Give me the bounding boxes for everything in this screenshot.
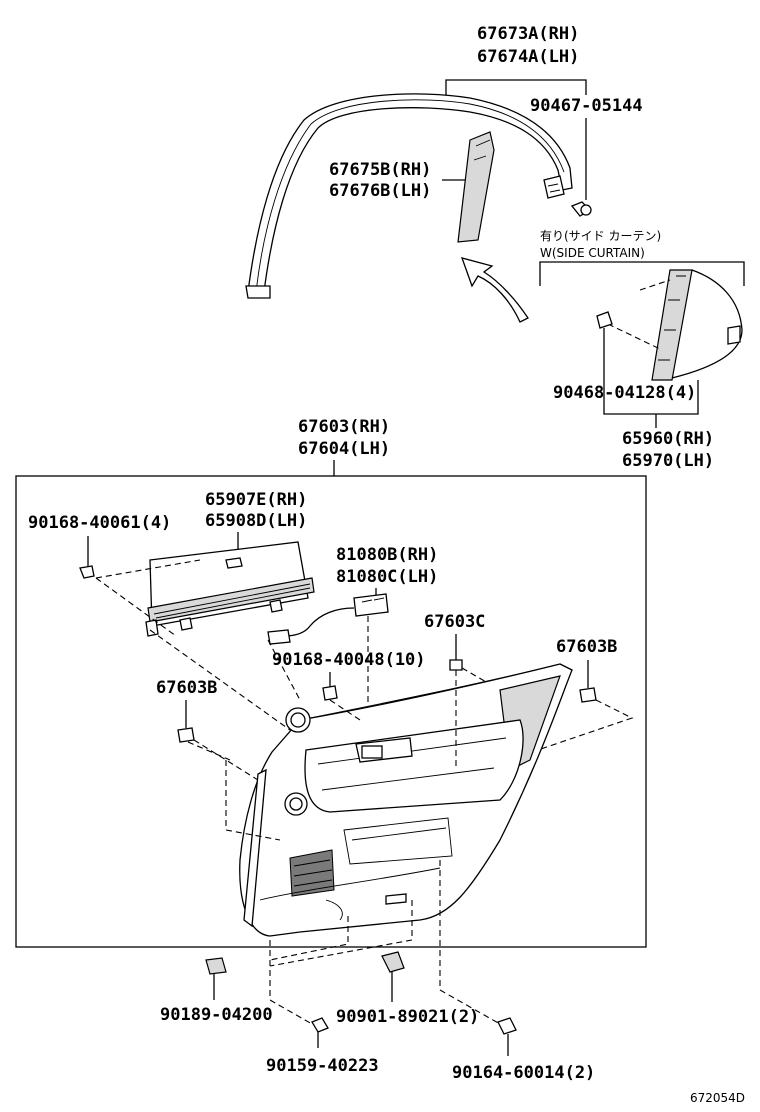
label-screw-60014[interactable]: 90164-60014(2)	[452, 1063, 595, 1083]
dash-sunshade-left	[95, 577, 177, 637]
dash-panel-left-2	[187, 741, 231, 761]
lamp-wire	[283, 607, 355, 637]
sunshade-clip-1	[179, 617, 193, 631]
curtain-garnish[interactable]	[651, 269, 693, 381]
label-sunshade-rh[interactable]: 65907E(RH)	[205, 490, 307, 510]
door-panel-group: 67603(RH) 67604(LH) 90168-40061(4) 65907…	[15, 417, 647, 1025]
weatherstrip-group: 67673A(RH) 67674A(LH) 90467-05144 67675B…	[245, 24, 643, 323]
sunshade-rail	[147, 577, 315, 623]
dash-clip-b-right	[531, 699, 634, 753]
label-weatherstrip-rh[interactable]: 67673A(RH)	[477, 24, 579, 44]
label-pillar-lh[interactable]: 67676B(LH)	[329, 181, 431, 201]
sunshade-rail-lines	[153, 583, 311, 619]
label-panel-rh[interactable]: 67603(RH)	[298, 417, 390, 437]
panel-belt-line	[299, 663, 561, 721]
panel-lower-line	[259, 867, 441, 901]
screw-90159[interactable]	[311, 1017, 329, 1033]
clip-90468[interactable]	[596, 311, 613, 329]
label-side-curtain-jp: 有り(サイド カーテン)	[540, 229, 661, 243]
label-side-curtain-en: W(SIDE CURTAIN)	[540, 246, 645, 260]
curtain-dashline-2	[607, 323, 663, 351]
courtesy-lamp[interactable]	[353, 593, 389, 617]
door-weatherstrip[interactable]	[247, 93, 573, 293]
dash-clip-c	[461, 667, 501, 691]
dash-sunshade-top	[95, 559, 201, 579]
panel-lower-clip	[385, 893, 407, 905]
weatherstrip-clip-detail	[547, 183, 561, 193]
label-weatherstrip-lh[interactable]: 67674A(LH)	[477, 47, 579, 67]
side-curtain-group: 有り(サイド カーテン) W(SIDE CURTAIN) 90468-04128…	[539, 229, 745, 471]
screw-40061[interactable]	[79, 565, 95, 579]
label-screw-40223[interactable]: 90159-40223	[266, 1056, 379, 1076]
inset-bracket	[539, 261, 745, 286]
label-sunshade-lh[interactable]: 65908D(LH)	[205, 511, 307, 531]
direction-arrow	[460, 257, 529, 323]
dash-panel-left	[225, 760, 281, 841]
clip-67603b-left[interactable]	[177, 727, 195, 743]
pull-pocket-line	[351, 827, 447, 841]
weatherstrip-end-cap	[245, 285, 271, 299]
curtain-dashline-1	[639, 279, 671, 291]
dash-screw-60014	[439, 989, 501, 1025]
speaker-upper-inner	[290, 712, 306, 728]
clip-67603c[interactable]	[449, 659, 463, 671]
dash-lower-link	[269, 900, 413, 967]
label-screw-40048[interactable]: 90168-40048(10)	[272, 650, 426, 670]
panel-edge-strip	[243, 768, 267, 928]
label-clip-90468[interactable]: 90468-04128(4)	[553, 383, 696, 403]
label-clip-b-left[interactable]: 67603B	[156, 678, 217, 698]
door-handle	[361, 745, 383, 759]
clip-67603b-right[interactable]	[579, 687, 597, 703]
cushion-90901[interactable]	[381, 951, 405, 973]
label-garnish-rh[interactable]: 65960(RH)	[622, 429, 714, 449]
sunshade-tab	[225, 557, 243, 569]
leader-clip-90468	[603, 328, 699, 415]
dash-screw-40223	[269, 999, 313, 1025]
panel-pull-pocket	[343, 817, 453, 865]
label-panel-lh[interactable]: 67604(LH)	[298, 439, 390, 459]
lamp-detail	[361, 597, 385, 603]
label-cushion-89021[interactable]: 90901-89021(2)	[336, 1007, 479, 1027]
cover-90189[interactable]	[205, 957, 227, 975]
pillar-garnish-detail	[473, 139, 491, 161]
dash-sunshade-panel	[149, 629, 291, 731]
weatherstrip-clip-mount	[543, 175, 565, 199]
sunshade-clip-2	[269, 599, 283, 613]
label-lamp-rh[interactable]: 81080B(RH)	[336, 545, 438, 565]
dash-cover-link	[269, 916, 349, 961]
label-clip-c[interactable]: 67603C	[424, 612, 485, 632]
label-lamp-lh[interactable]: 81080C(LH)	[336, 567, 438, 587]
clip-90467-head	[580, 204, 592, 216]
dash-lamp-connector	[267, 639, 301, 701]
dash-screw-40048	[329, 699, 361, 721]
pillar-garnish[interactable]	[457, 131, 495, 243]
curtain-clip-mount	[727, 325, 741, 345]
curtain-garnish-detail	[658, 275, 686, 361]
label-screw-40061[interactable]: 90168-40061(4)	[28, 513, 171, 533]
speaker-lower-inner	[289, 797, 303, 811]
curtain-outline	[671, 269, 743, 379]
sunshade-end-left	[145, 619, 159, 637]
panel-lower-curve	[325, 899, 343, 921]
label-clip-90467[interactable]: 90467-05144	[530, 96, 643, 116]
label-clip-b-right[interactable]: 67603B	[556, 637, 617, 657]
label-cover-04200[interactable]: 90189-04200	[160, 1005, 273, 1025]
drawing-number: 672054D	[690, 1091, 745, 1105]
screw-40048[interactable]	[322, 685, 338, 701]
label-garnish-lh[interactable]: 65970(LH)	[622, 451, 714, 471]
screw-90164[interactable]	[497, 1017, 517, 1035]
lamp-connector	[267, 629, 291, 645]
leader-bracket-weatherstrip	[445, 79, 587, 102]
bottom-parts-group: 90189-04200 90159-40223 90901-89021(2) 9…	[160, 951, 745, 1105]
grille-lines	[293, 859, 333, 887]
weatherstrip-inner-line	[255, 99, 565, 293]
label-pillar-rh[interactable]: 67675B(RH)	[329, 160, 431, 180]
